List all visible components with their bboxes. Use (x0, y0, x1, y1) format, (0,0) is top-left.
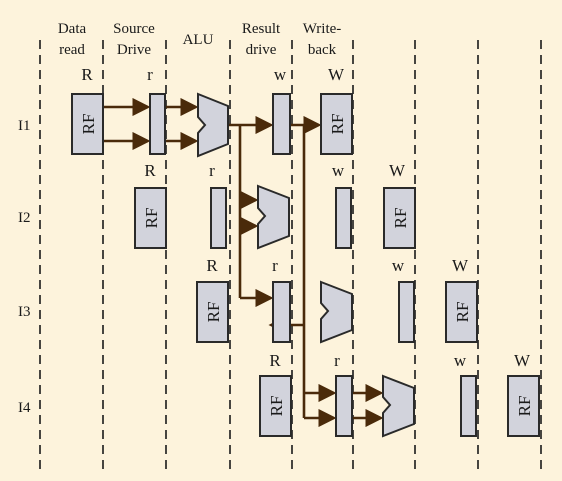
header-write-back-line2: back (308, 42, 337, 58)
result-latch-i2 (335, 187, 352, 249)
instruction-4: RF RF (259, 374, 540, 438)
mark-W-i2: W (389, 161, 406, 180)
mark-w-i2: w (332, 161, 345, 180)
header-data-read-line2: read (59, 42, 85, 58)
mark-W-i3: W (452, 256, 469, 275)
header-alu: ALU (183, 32, 214, 48)
alu-i4 (382, 374, 415, 438)
result-latch-i3 (398, 281, 415, 343)
register-file-i4-write (507, 375, 540, 437)
rf-label-i4-read: RF (267, 396, 286, 417)
result-latch-i4 (460, 375, 477, 437)
forwarding-wires (103, 97, 384, 428)
register-file-i4-read (259, 375, 292, 437)
instruction-3: RF RF (196, 280, 478, 344)
row-label-i4: I4 (18, 400, 31, 416)
mark-R-i4: R (269, 351, 281, 370)
rf-label-i3-write: RF (453, 302, 472, 323)
register-file-i3-read (196, 281, 229, 343)
mark-r-i2: r (209, 161, 215, 180)
header-data-read-line1: Data (58, 21, 87, 37)
mark-r-i4: r (334, 351, 340, 370)
register-file-i3-write (445, 281, 478, 343)
rf-label-i1-write: RF (328, 114, 347, 135)
mark-r-i3: r (272, 256, 278, 275)
result-latch-i1 (272, 93, 291, 155)
mark-R-i3: R (206, 256, 218, 275)
mark-w-i4: w (454, 351, 467, 370)
mark-w-i1: w (274, 65, 287, 84)
mark-R-i2: R (144, 161, 156, 180)
stage-dividers (39, 40, 542, 470)
register-file-i1-write (320, 93, 353, 155)
rf-label-i1-read: RF (79, 114, 98, 135)
rf-label-i3-read: RF (204, 302, 223, 323)
register-file-i1-read (71, 93, 104, 155)
register-file-i2-read (134, 187, 167, 249)
header-write-back-line1: Write- (303, 21, 342, 37)
header-source-drive-line2: Drive (117, 42, 151, 58)
alu-i3 (320, 280, 353, 344)
alu-i1 (197, 92, 229, 158)
stage-headers: Data read Source Drive ALU Result drive … (58, 21, 341, 58)
header-result-drive-line1: Result (242, 21, 281, 37)
mark-r-i1: r (147, 65, 153, 84)
instruction-2: RF RF (134, 184, 416, 250)
source-latch-i4 (335, 375, 353, 437)
instruction-labels: I1 I2 I3 I4 (18, 118, 31, 416)
row-label-i3: I3 (18, 304, 31, 320)
source-latch-i3 (272, 281, 291, 343)
rf-label-i2-write: RF (391, 208, 410, 229)
rf-label-i4-write: RF (515, 396, 534, 417)
mark-R-i1: R (81, 65, 93, 84)
stage-marks: R r w W R r w W R r w W R r w W (81, 65, 531, 370)
rf-label-i2-read: RF (142, 208, 161, 229)
register-file-i2-write (383, 187, 416, 249)
source-latch-i2 (210, 187, 227, 249)
mark-w-i3: w (392, 256, 405, 275)
header-source-drive-line1: Source (113, 21, 155, 37)
instruction-1: RF RF (71, 92, 353, 158)
header-result-drive-line2: drive (246, 42, 277, 58)
row-label-i2: I2 (18, 210, 31, 226)
row-label-i1: I1 (18, 118, 31, 134)
alu-i2 (257, 184, 290, 250)
mark-W-i4: W (514, 351, 531, 370)
mark-W-i1: W (328, 65, 345, 84)
source-latch-i1 (149, 93, 166, 155)
